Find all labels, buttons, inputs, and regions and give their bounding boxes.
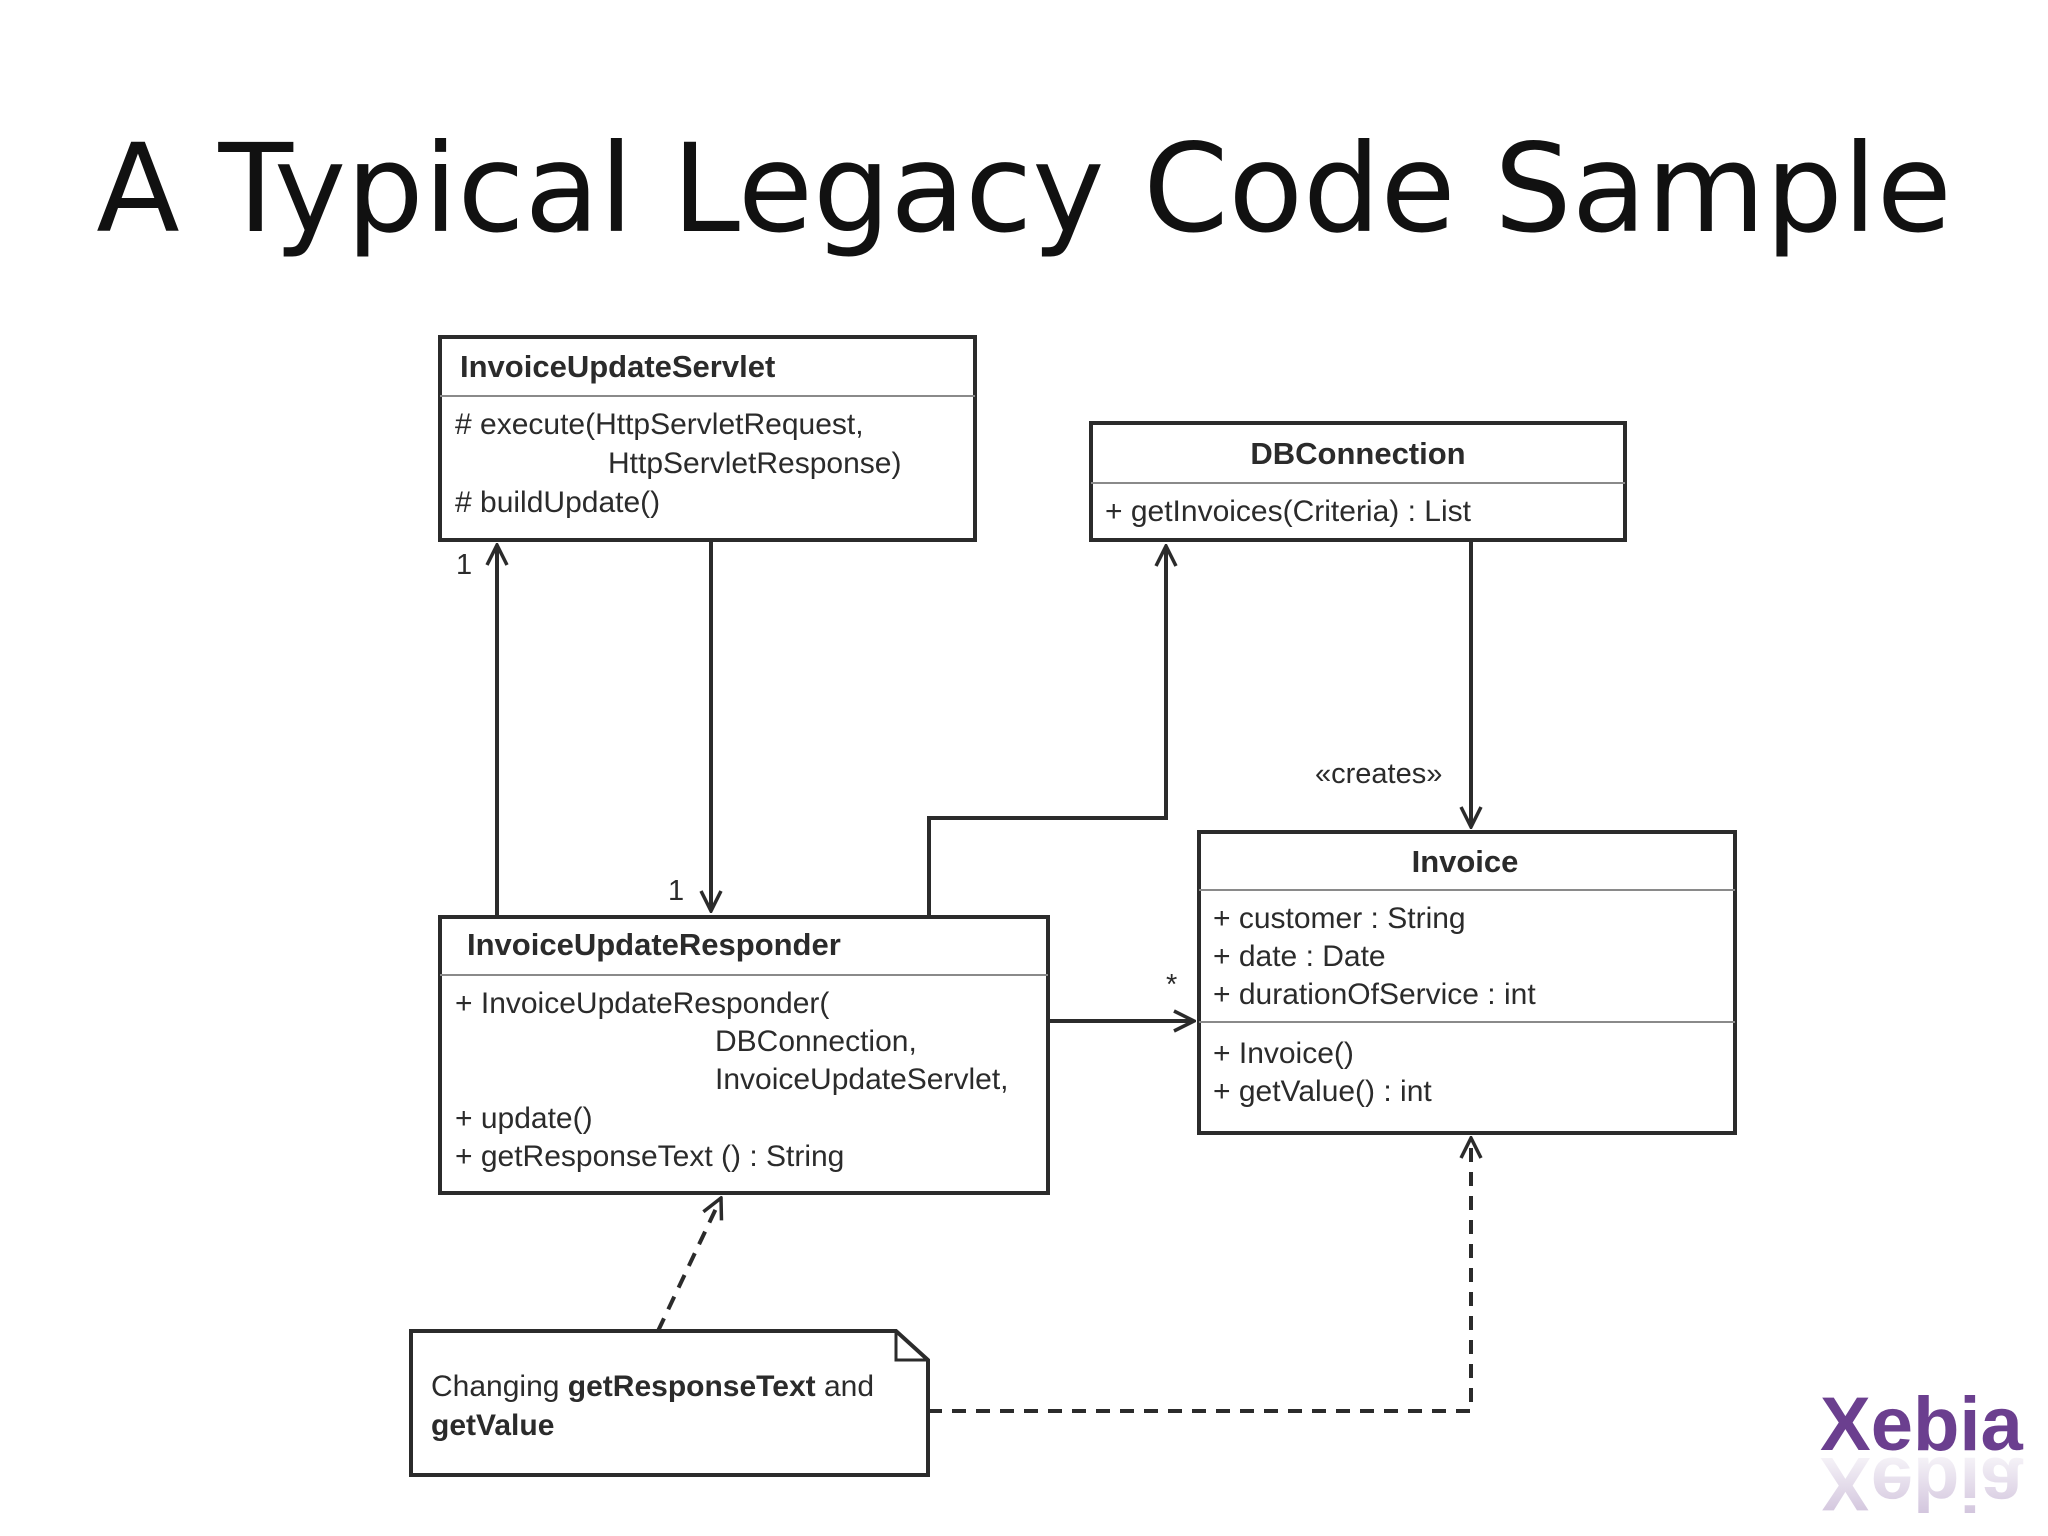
class-name: InvoiceUpdateResponder (467, 927, 841, 962)
multiplicity-label: 1 (668, 875, 684, 907)
class-member: # buildUpdate() (455, 486, 660, 519)
class-member: + getInvoices(Criteria) : List (1105, 495, 1472, 528)
class-member: + update() (455, 1102, 593, 1135)
class-dbconnection[interactable]: DBConnection + getInvoices(Criteria) : L… (1089, 421, 1627, 542)
class-invoice[interactable]: Invoice + customer : String + date : Dat… (1197, 830, 1737, 1135)
multiplicity-label: * (1166, 969, 1177, 1001)
association-responder-to-dbconnection (927, 546, 1166, 917)
class-name: DBConnection (1250, 436, 1465, 471)
class-name: Invoice (1412, 844, 1519, 879)
class-operation: + getValue() : int (1213, 1075, 1432, 1108)
class-invoice-update-servlet[interactable]: InvoiceUpdateServlet # execute(HttpServl… (438, 335, 977, 542)
note-line-1: Changing getResponseText and (431, 1370, 874, 1403)
class-member: InvoiceUpdateServlet, (715, 1063, 1009, 1096)
slide-title: A Typical Legacy Code Sample (96, 118, 1952, 260)
class-member: # execute(HttpServletRequest, (455, 408, 864, 441)
class-invoice-update-responder[interactable]: InvoiceUpdateResponder + InvoiceUpdateRe… (438, 915, 1050, 1195)
note[interactable]: Changing getResponseText and getValue (409, 1329, 930, 1477)
xebia-logo: Xebia Xebia (1820, 1382, 2023, 1526)
class-name: InvoiceUpdateServlet (460, 349, 775, 384)
stereotype-label: «creates» (1315, 758, 1442, 790)
note-line-2: getValue (431, 1409, 554, 1442)
class-attribute: + durationOfService : int (1213, 978, 1536, 1011)
class-member: DBConnection, (715, 1025, 917, 1058)
dependency-note-to-responder (656, 1198, 721, 1332)
class-member: + InvoiceUpdateResponder( (455, 987, 829, 1020)
class-operation: + Invoice() (1213, 1037, 1354, 1070)
multiplicity-label: 1 (456, 549, 472, 581)
dependency-note-to-invoice (928, 1138, 1471, 1413)
logo-reflection: Xebia (1820, 1441, 2023, 1526)
class-attribute: + customer : String (1213, 902, 1466, 935)
class-member: + getResponseText () : String (455, 1140, 844, 1173)
class-member: HttpServletResponse) (608, 447, 901, 480)
logo-wordmark: Xebia (1820, 1382, 2023, 1467)
class-attribute: + date : Date (1213, 940, 1386, 973)
